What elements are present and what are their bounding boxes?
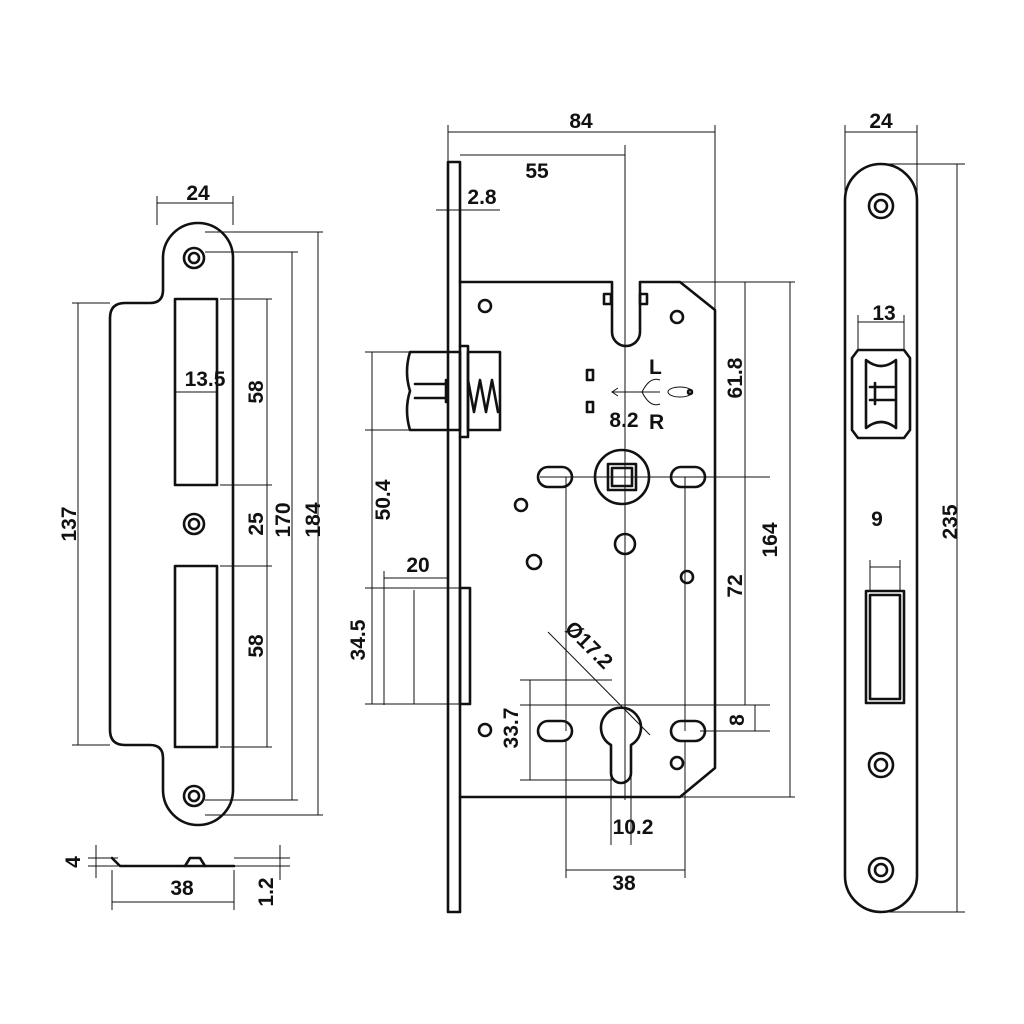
- faceplate-thickness-label: 2.8: [467, 186, 497, 209]
- body-height-label: 164: [759, 522, 782, 557]
- screw-icon: [477, 298, 493, 314]
- body-length-label: 137: [58, 506, 81, 541]
- strike-slot-width-label: 13.5: [185, 368, 226, 391]
- screw-hole-icon: [182, 784, 206, 808]
- handle-to-cylinder-label: 72: [724, 574, 747, 597]
- lower-slot-height-label: 58: [245, 634, 268, 658]
- screw-icon: [477, 722, 493, 738]
- cylinder-diameter-label: Ø17.2: [560, 617, 617, 674]
- lock-faceplate: [446, 160, 462, 914]
- middle-gap-label: 25: [245, 512, 268, 536]
- latch-height-label: 50.4: [372, 479, 395, 520]
- screw-hole-icon: [867, 192, 895, 220]
- strike-plate: 24 13.5 58 25 58 170 184 137 4 38 1.2: [58, 182, 325, 910]
- cylinder-height-label: 33.7: [500, 708, 523, 749]
- screw-hole-icon: [182, 246, 206, 270]
- top-to-spindle-label: 61.8: [724, 357, 747, 398]
- screw-icon: [679, 569, 695, 585]
- left-hand-label: L: [649, 356, 662, 379]
- latch-opening: [850, 348, 912, 440]
- fixing-centres-label: 38: [612, 872, 636, 895]
- latch-bolt: [405, 344, 502, 439]
- inner-length-label: 170: [272, 502, 295, 537]
- lock-body: L R: [347, 110, 795, 914]
- bolt-opening: [864, 589, 906, 705]
- screw-hole-icon: [867, 856, 895, 884]
- faceplate-front-view: 24 13 9 235: [843, 110, 965, 914]
- spindle-square-label: 8.2: [609, 409, 638, 432]
- handing-arrows-icon: [611, 378, 694, 406]
- deadbolt: [458, 586, 472, 706]
- plate-thickness-label: 1.2: [255, 877, 278, 906]
- lower-strike-slot: [173, 564, 219, 749]
- screw-icon: [669, 755, 685, 771]
- overall-length-label: 184: [302, 502, 325, 537]
- profile-height-label: 4: [62, 856, 85, 868]
- faceplate-length-label: 235: [939, 504, 962, 539]
- cylinder-cutout-icon: [599, 706, 643, 785]
- strike-width-label: 24: [186, 182, 210, 205]
- screw-icon: [669, 309, 685, 325]
- screw-hole-icon: [182, 512, 206, 536]
- cylinder-width-label: 10.2: [613, 816, 654, 839]
- spring-icon: [466, 378, 500, 414]
- backset-label: 55: [525, 160, 549, 183]
- bolt-opening-label: 9: [871, 508, 883, 531]
- latch-opening-label: 13: [872, 302, 895, 325]
- profile-width-label: 38: [170, 877, 194, 900]
- faceplate-width-label: 24: [869, 110, 893, 133]
- screw-hole-icon: [867, 751, 895, 779]
- bolt-projection-label: 20: [406, 554, 429, 577]
- right-hand-label: R: [649, 411, 664, 434]
- cylinder-offset-label: 8: [726, 714, 749, 726]
- bolt-height-label: 34.5: [347, 619, 370, 660]
- total-depth-label: 84: [569, 110, 593, 133]
- upper-slot-height-label: 58: [245, 380, 268, 404]
